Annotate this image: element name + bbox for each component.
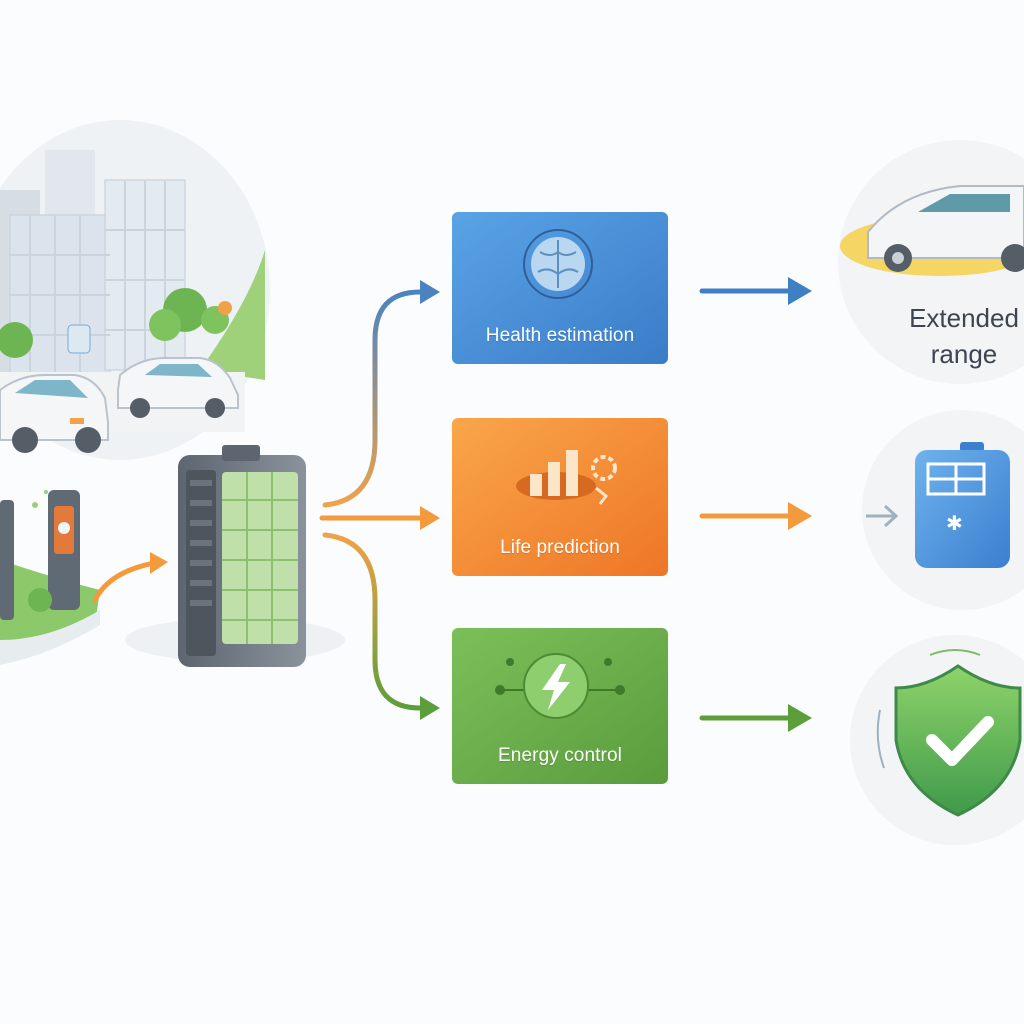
step-label-health: Health estimation: [485, 325, 635, 346]
svg-text:✱: ✱: [946, 511, 963, 535]
lightning-icon: [495, 653, 625, 719]
output-arrow-head-energy: [788, 704, 812, 732]
step-label-energy: Energy control: [498, 745, 622, 766]
shield-check-icon: [894, 664, 1022, 817]
arrow-head-energy: [420, 696, 440, 720]
car-icon: [0, 357, 239, 453]
outcome-label-line1: Extended: [909, 303, 1019, 333]
arrow-head-life: [420, 506, 440, 530]
source-arrow-head: [150, 552, 168, 574]
outcome-safety: [850, 635, 1024, 845]
outcome-range: [838, 140, 1024, 384]
car-icon: [867, 185, 1024, 272]
arrow-head-health: [420, 280, 440, 304]
outcome-label-line2: range: [930, 339, 998, 369]
output-arrow-head-health: [788, 277, 812, 305]
growth-chart-icon: [516, 450, 617, 505]
step-label-life: Life prediction: [500, 537, 620, 558]
arrow-to-health: [322, 289, 423, 508]
brain-icon: [523, 229, 593, 299]
charging-station-icon: [0, 490, 100, 665]
output-arrows: [699, 277, 812, 732]
arrow-right-icon: [866, 504, 899, 528]
battery-pack-icon: [125, 445, 345, 667]
step-box-energy: [452, 628, 668, 784]
output-arrow-head-life: [788, 502, 812, 530]
outcome-cooling: ✱: [862, 410, 1024, 610]
battery-cooling-icon: ✱: [915, 442, 1010, 568]
arrow-to-energy: [322, 532, 423, 711]
step-box-health: [452, 212, 668, 364]
step-box-life: [452, 418, 668, 576]
branch-arrows: [319, 280, 440, 720]
